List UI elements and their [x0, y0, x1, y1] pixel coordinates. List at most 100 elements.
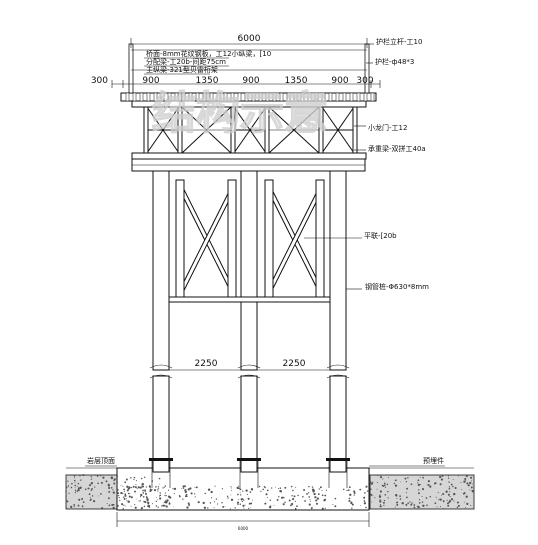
- hatch-dot: [70, 505, 73, 509]
- hatch-dot: [126, 500, 128, 502]
- hatch-dot: [463, 501, 465, 503]
- hatch-dot: [77, 504, 80, 507]
- hatch-dot: [239, 488, 242, 491]
- hatch-dot: [396, 498, 398, 499]
- hatch-dot: [452, 485, 454, 488]
- hatch-dot: [417, 479, 420, 482]
- hatch-dot: [309, 499, 311, 501]
- distribution-beam: [125, 92, 130, 102]
- hatch-dot: [125, 478, 128, 481]
- hatch-dot: [379, 490, 383, 493]
- hatch-dot: [427, 480, 430, 483]
- hatch-dot: [73, 474, 76, 477]
- distribution-beam: [216, 92, 221, 102]
- hatch-dot: [77, 485, 79, 487]
- hatch-dot: [418, 502, 421, 504]
- hatch-dot: [297, 494, 299, 497]
- hatch-dot: [291, 495, 293, 497]
- hatch-dot: [447, 502, 449, 505]
- hatch-dot: [152, 489, 154, 491]
- hatch-dot: [135, 480, 137, 482]
- hatch-dot: [302, 496, 304, 498]
- hatch-dot: [376, 474, 379, 477]
- deck-note-1: 桥面-8mm花纹钢板，工12小纵梁，[10: [146, 49, 271, 58]
- hatch-dot: [239, 492, 241, 494]
- hatch-dot: [448, 487, 451, 490]
- hatch-dot: [184, 489, 187, 492]
- hatch-dot: [249, 491, 252, 493]
- hatch-dot: [141, 482, 144, 486]
- hatch-dot: [447, 477, 450, 479]
- hatch-dot: [422, 504, 425, 507]
- hatch-dot: [363, 500, 366, 502]
- hatch-dot: [194, 493, 196, 495]
- hatch-dot: [108, 490, 111, 493]
- hatch-dot: [378, 495, 382, 498]
- hatch-dot: [383, 499, 386, 502]
- hatch-dot: [130, 477, 132, 479]
- hatch-dot: [210, 497, 213, 499]
- hatch-dot: [248, 502, 251, 505]
- pile-cap: [116, 467, 370, 511]
- hatch-dot: [288, 499, 291, 502]
- hatch-dot: [140, 493, 143, 497]
- hatch-dot: [387, 476, 389, 478]
- hatch-dot: [418, 492, 420, 495]
- hatch-dot: [100, 493, 102, 495]
- hatch-dot: [246, 493, 249, 495]
- hatch-dot: [230, 498, 234, 501]
- hatch-dot: [65, 486, 68, 489]
- hatch-dot: [417, 482, 419, 484]
- label-small-portal: 小龙门-工12: [368, 123, 407, 132]
- pile-mid-lower: [240, 375, 258, 473]
- hatch-dot: [370, 482, 373, 485]
- hatch-dot: [153, 489, 157, 492]
- hatch-dot: [304, 500, 306, 502]
- hatch-dot: [210, 490, 213, 494]
- distribution-beam: [139, 92, 144, 102]
- hatch-dot: [123, 498, 126, 500]
- deck-distribution-beams: [125, 92, 375, 102]
- hatch-dot: [162, 504, 165, 507]
- hatch-dot: [112, 491, 115, 494]
- distribution-beam: [223, 92, 228, 102]
- hatch-dot: [157, 486, 159, 488]
- pile-spacing-left: 2250: [195, 359, 218, 369]
- hatch-dot: [428, 484, 430, 486]
- distribution-beam: [356, 92, 361, 102]
- hatch-dot: [350, 501, 353, 505]
- hatch-dot: [130, 496, 133, 499]
- hatch-dot: [466, 502, 469, 506]
- hatch-dot: [325, 489, 328, 491]
- hatch-dot: [379, 499, 381, 501]
- hatch-dot: [96, 475, 99, 477]
- hatch-dot: [138, 500, 140, 502]
- hatch-dot: [278, 488, 279, 489]
- hatch-dot: [217, 503, 219, 505]
- hatch-dot: [97, 495, 99, 497]
- hatch-dot: [136, 498, 138, 500]
- spacing-5: 900: [331, 76, 348, 86]
- hatch-dot: [442, 500, 445, 503]
- hatch-dot: [342, 488, 345, 491]
- hatch-dot: [294, 507, 297, 510]
- hatch-dot: [284, 486, 287, 489]
- distribution-beam: [258, 92, 263, 102]
- hatch-dot: [161, 505, 163, 507]
- hatch-dot: [66, 500, 69, 503]
- hatch-dot: [184, 490, 187, 494]
- hatch-dot: [471, 483, 473, 485]
- hatch-dot: [81, 498, 84, 500]
- hatch-dot: [376, 481, 378, 484]
- hatch-dot: [67, 485, 70, 487]
- hatch-dot: [469, 481, 472, 485]
- hatch-dot: [149, 486, 151, 489]
- hatch-dot: [143, 476, 146, 479]
- hatch-dot: [142, 495, 145, 498]
- pile-spacing-right: 2250: [283, 359, 306, 369]
- hatch-dot: [108, 486, 111, 490]
- hatch-dot: [386, 483, 389, 486]
- hatch-dot: [151, 503, 153, 505]
- hatch-dot: [90, 498, 92, 501]
